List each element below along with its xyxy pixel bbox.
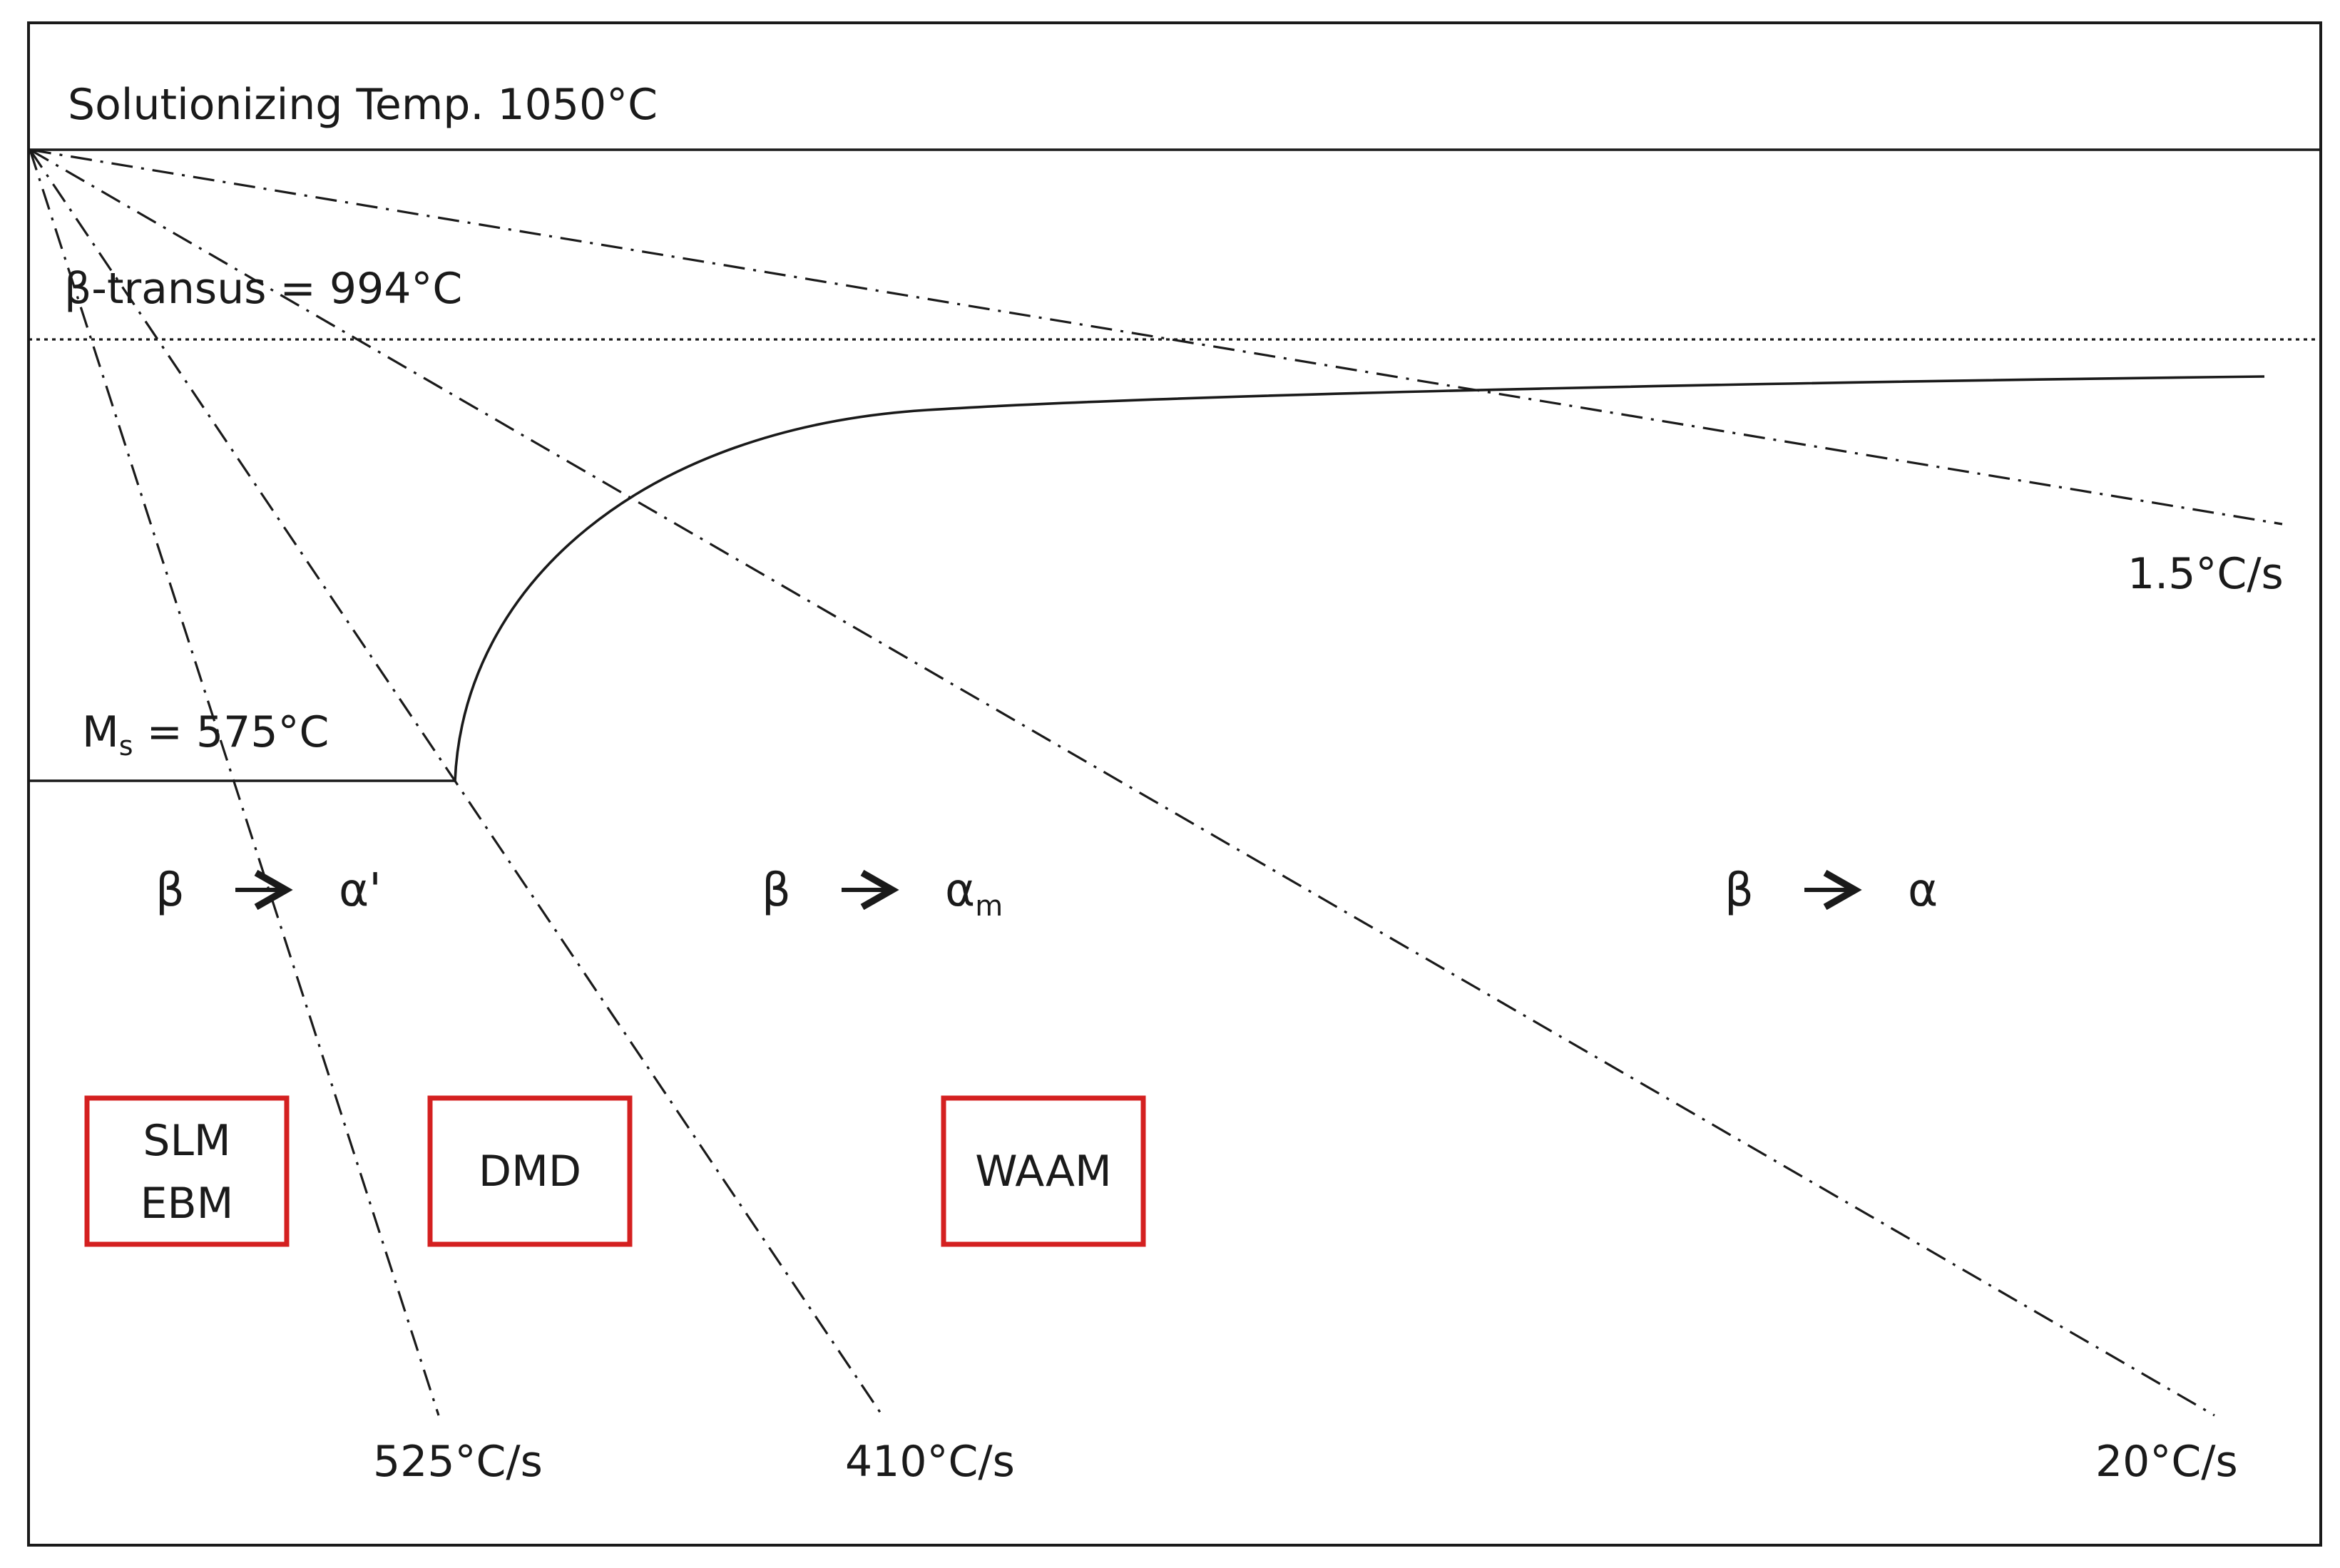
beta-transus-label: β-transus = 994°C <box>64 264 462 314</box>
process-box-dmd-border <box>427 1095 633 1247</box>
diagram-frame <box>27 21 2322 1547</box>
diffusional-from: β <box>1725 864 1754 917</box>
rate-label-525: 525°C/s <box>373 1437 543 1487</box>
cooling-line-20 <box>29 148 2215 1417</box>
process-box-slm-ebm: SLM EBM <box>84 1095 290 1247</box>
cooling-line-410 <box>29 149 884 1416</box>
solutionizing-label: Solutionizing Temp. 1050°C <box>68 80 658 130</box>
ms-label-rest: = 575°C <box>133 707 329 757</box>
process-dmd-label: DMD <box>479 1147 581 1197</box>
massive-to: αm <box>945 864 1003 923</box>
process-box-slm-ebm-border <box>84 1095 290 1247</box>
ms-label: Ms = 575°C <box>82 707 329 762</box>
rate-label-1-5: 1.5°C/s <box>2127 549 2284 599</box>
cooling-line-1-5 <box>29 148 2283 526</box>
process-box-waam: WAAM <box>941 1095 1146 1247</box>
martensitic-to: α' <box>339 864 382 917</box>
cooling-line-525 <box>29 149 440 1416</box>
transformation-curve <box>454 375 2265 782</box>
diffusional-to: α <box>1908 864 1938 917</box>
process-box-dmd: DMD <box>427 1095 633 1247</box>
massive-to-sub: m <box>975 890 1003 923</box>
martensitic-from: β <box>155 864 185 917</box>
rate-label-20: 20°C/s <box>2095 1437 2238 1487</box>
rate-label-410: 410°C/s <box>845 1437 1015 1487</box>
process-ebm-label: EBM <box>140 1179 234 1229</box>
martensitic-transformation: β α' <box>155 864 382 917</box>
ms-label-main: M <box>82 707 119 757</box>
massive-transformation: β αm <box>762 864 1003 923</box>
process-waam-label: WAAM <box>975 1147 1112 1197</box>
ms-label-sub: s <box>119 730 133 762</box>
process-slm-label: SLM <box>143 1116 230 1166</box>
process-box-waam-border <box>941 1095 1146 1247</box>
massive-to-main: α <box>945 864 975 917</box>
massive-from: β <box>762 864 791 917</box>
diffusional-transformation: β α <box>1725 864 1938 917</box>
